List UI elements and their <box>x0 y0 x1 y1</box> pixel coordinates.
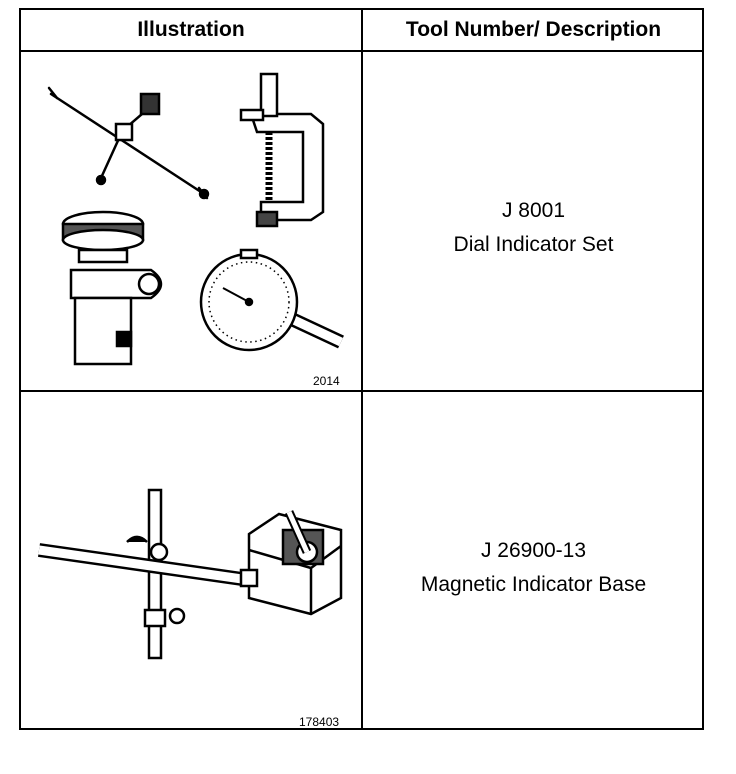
figure-number: 2014 <box>313 374 340 388</box>
tool-description: J 26900-13 Magnetic Indicator Base <box>363 534 704 602</box>
magnetic-indicator-base-illustration: 178403 <box>21 392 361 730</box>
tool-description: J 8001 Dial Indicator Set <box>363 194 704 262</box>
figure-number: 178403 <box>299 715 340 729</box>
tool-header: Tool Number/ Description <box>405 18 662 41</box>
column-divider <box>361 10 363 728</box>
illustration-header: Illustration <box>137 18 245 41</box>
tool-name: Dial Indicator Set <box>453 233 614 256</box>
dial-indicator-set-illustration: 2014 <box>21 52 361 390</box>
row-divider <box>21 390 702 392</box>
tool-name: Magnetic Indicator Base <box>420 573 647 596</box>
tool-number: J 8001 <box>501 199 566 222</box>
tool-number: J 26900-13 <box>480 539 587 562</box>
header-divider <box>21 50 702 52</box>
tool-table: Illustration Tool Number/ Description <box>19 8 704 730</box>
